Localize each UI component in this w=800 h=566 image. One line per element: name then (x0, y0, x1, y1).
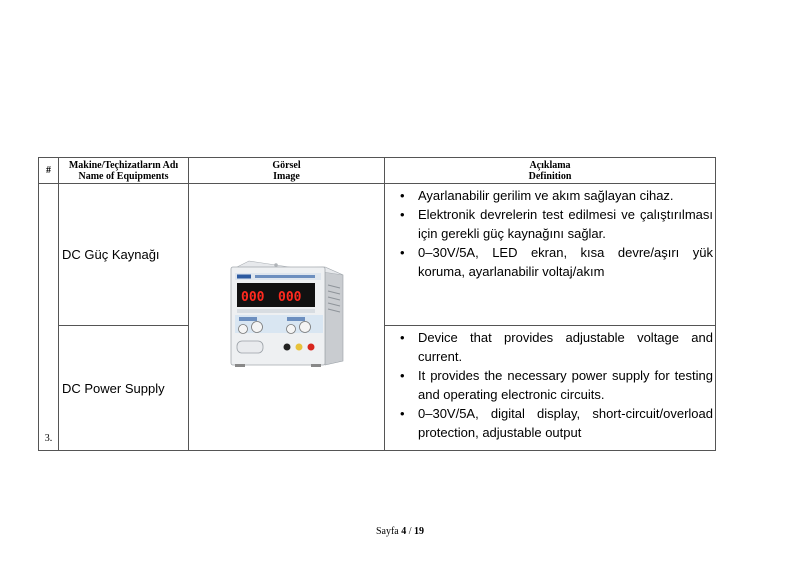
display-left: 000 (241, 290, 265, 305)
header-desc-en: Definition (528, 170, 572, 182)
header-name-tr: Makine/Teçhizatların Adı (68, 159, 179, 171)
list-item: 0–30V/5A, digital display, short-circuit… (385, 404, 715, 442)
page-footer: Sayfa 4 / 19 (0, 526, 800, 537)
header-row: # Makine/Teçhizatların Adı Name of Equip… (38, 157, 716, 184)
list-item: 0–30V/5A, LED ekran, kısa devre/aşırı yü… (385, 243, 715, 281)
table-row: DC Power Supply Device that provides adj… (39, 325, 716, 451)
header-name-en: Name of Equipments (78, 170, 169, 182)
desc-en: Device that provides adjustable voltage … (384, 325, 716, 451)
power-supply-image: 000 000 (230, 260, 343, 367)
list-item: It provides the necessary power supply f… (385, 366, 715, 404)
header-num: # (38, 157, 59, 184)
list-item: Elektronik devrelerin test edilmesi ve ç… (385, 205, 715, 243)
desc-tr: Ayarlanabilir gerilim ve akım sağlayan c… (384, 183, 716, 326)
footer-page-number: 4 (401, 526, 407, 537)
desc-en-list: Device that provides adjustable voltage … (385, 328, 715, 442)
row-number: 3. (38, 183, 59, 451)
table-row: 3. DC Güç Kaynağı (38, 183, 716, 451)
header-image-tr: Görsel (272, 159, 301, 171)
header-image-en: Image (273, 170, 300, 182)
desc-tr-list: Ayarlanabilir gerilim ve akım sağlayan c… (385, 186, 715, 281)
display-right: 000 (278, 290, 302, 305)
list-item: Ayarlanabilir gerilim ve akım sağlayan c… (385, 186, 715, 205)
footer-page-total: 19 (414, 526, 425, 537)
header-desc-tr: Açıklama (529, 159, 571, 171)
list-item: Device that provides adjustable voltage … (385, 328, 715, 366)
name-en: DC Power Supply (58, 325, 189, 451)
header-image: Görsel Image (188, 157, 385, 184)
header-name: Makine/Teçhizatların Adı Name of Equipme… (58, 157, 189, 184)
footer-separator: / (408, 526, 412, 537)
name-tr: DC Güç Kaynağı (58, 183, 189, 326)
header-desc: Açıklama Definition (384, 157, 716, 184)
image-cell: 000 000 (188, 183, 385, 451)
equipment-table: # Makine/Teçhizatların Adı Name of Equip… (38, 157, 716, 451)
footer-prefix: Sayfa (375, 526, 399, 537)
